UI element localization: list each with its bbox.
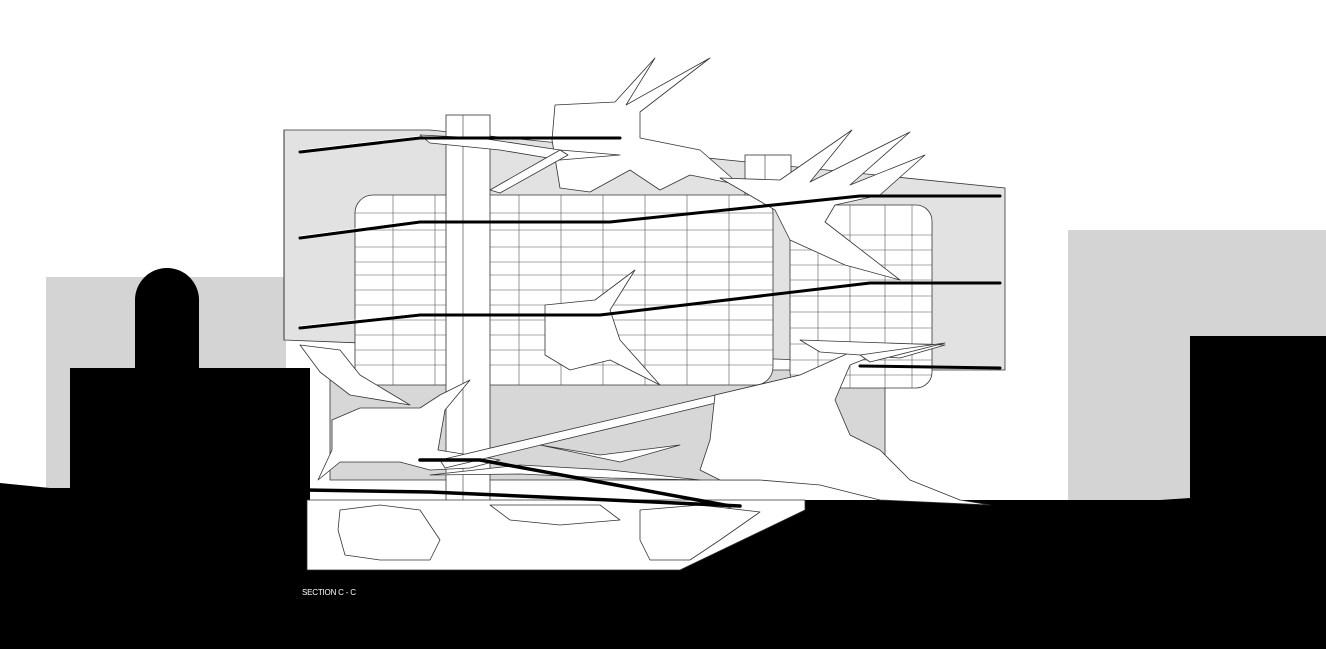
branch-spike-top-right bbox=[859, 342, 946, 363]
branching-structure bbox=[299, 57, 991, 561]
branch-pod-lower-left bbox=[317, 379, 501, 481]
branch-upper-left-strut bbox=[419, 134, 621, 161]
ramp-level-1 bbox=[298, 136, 622, 154]
ramp-lower-2 bbox=[303, 488, 742, 508]
branch-strut-lower-2 bbox=[539, 444, 681, 463]
ramp-level-4 bbox=[858, 364, 1002, 370]
branch-basement-mid bbox=[489, 504, 621, 526]
ramp-level-2 bbox=[298, 194, 1002, 240]
branch-diagonal-1 bbox=[489, 149, 569, 194]
branch-pod-top bbox=[551, 57, 741, 193]
branch-right-lower-spikes bbox=[799, 339, 946, 359]
branch-left-wall bbox=[299, 344, 411, 406]
ramp-edges bbox=[299, 135, 421, 327]
ramp-level-3 bbox=[298, 281, 1002, 330]
ramps bbox=[298, 136, 1002, 508]
branch-pod-middle bbox=[544, 269, 661, 386]
branch-basement-left bbox=[337, 504, 441, 561]
core-left bbox=[445, 114, 491, 561]
ramp-lower-1 bbox=[418, 458, 732, 508]
section-title: SECTION C - C bbox=[302, 588, 356, 597]
vertical-cores bbox=[445, 114, 792, 561]
branch-strut-lower-1 bbox=[429, 464, 701, 481]
